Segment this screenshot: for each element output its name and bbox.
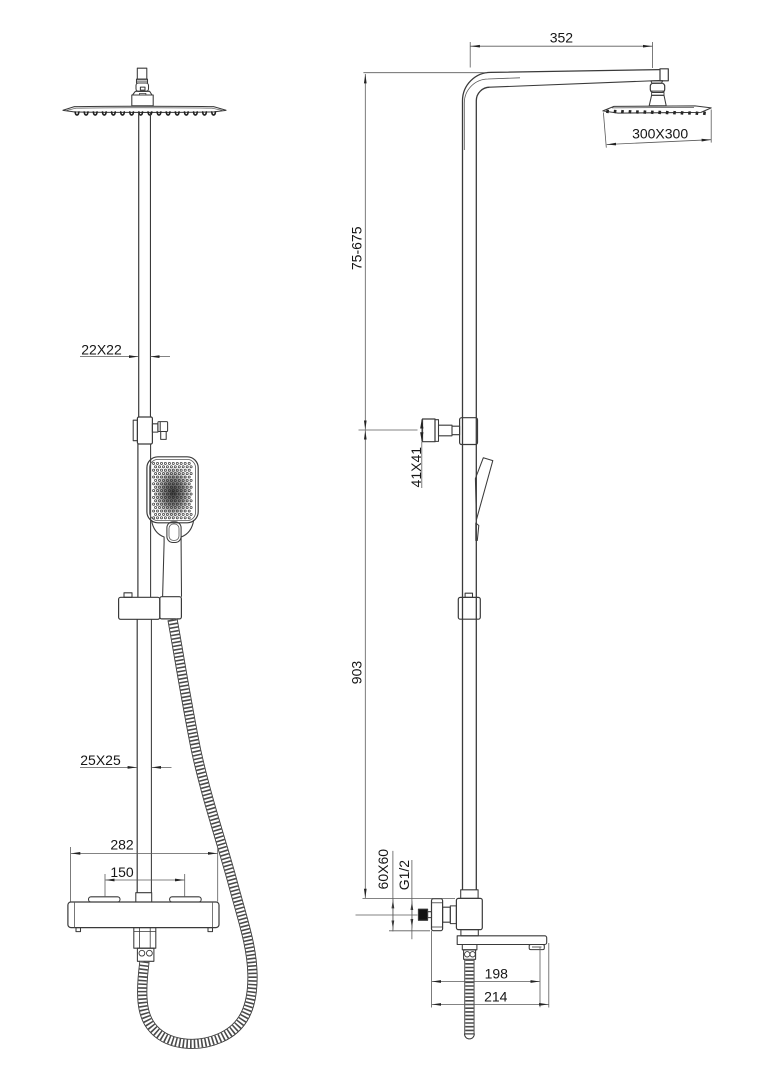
svg-text:214: 214: [484, 989, 508, 1005]
svg-text:300X300: 300X300: [632, 126, 688, 142]
svg-text:352: 352: [550, 29, 574, 45]
svg-text:G1/2: G1/2: [396, 860, 412, 891]
svg-text:41X41: 41X41: [408, 447, 424, 488]
svg-text:150: 150: [110, 864, 134, 880]
svg-text:25X25: 25X25: [80, 752, 121, 768]
svg-text:198: 198: [485, 966, 509, 982]
svg-text:22X22: 22X22: [81, 341, 122, 357]
svg-text:75-675: 75-675: [348, 226, 364, 270]
svg-text:60X60: 60X60: [375, 849, 391, 890]
svg-text:903: 903: [349, 661, 365, 685]
svg-text:282: 282: [110, 836, 134, 852]
